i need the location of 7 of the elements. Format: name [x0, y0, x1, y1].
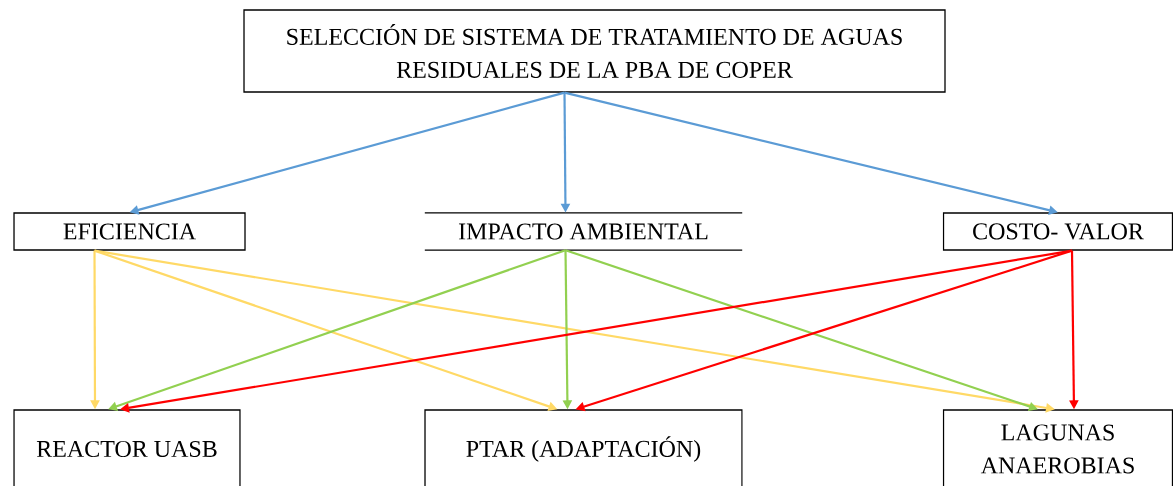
title-box: SELECCIÓN DE SISTEMA DE TRATAMIENTO DE AGUAS RESIDUALES DE LA PBA DE COPER	[243, 9, 946, 93]
option-box: LAGUNAS ANAEROBIAS	[942, 409, 1173, 486]
criterion-box: EFICIENCIA	[13, 212, 246, 251]
option-box: PTAR (ADAPTACIÓN)	[424, 409, 743, 486]
criterion-label: IMPACTO AMBIENTAL	[424, 212, 743, 251]
criterion-box: COSTO- VALOR	[942, 212, 1173, 251]
option-box: REACTOR UASB	[13, 409, 241, 486]
